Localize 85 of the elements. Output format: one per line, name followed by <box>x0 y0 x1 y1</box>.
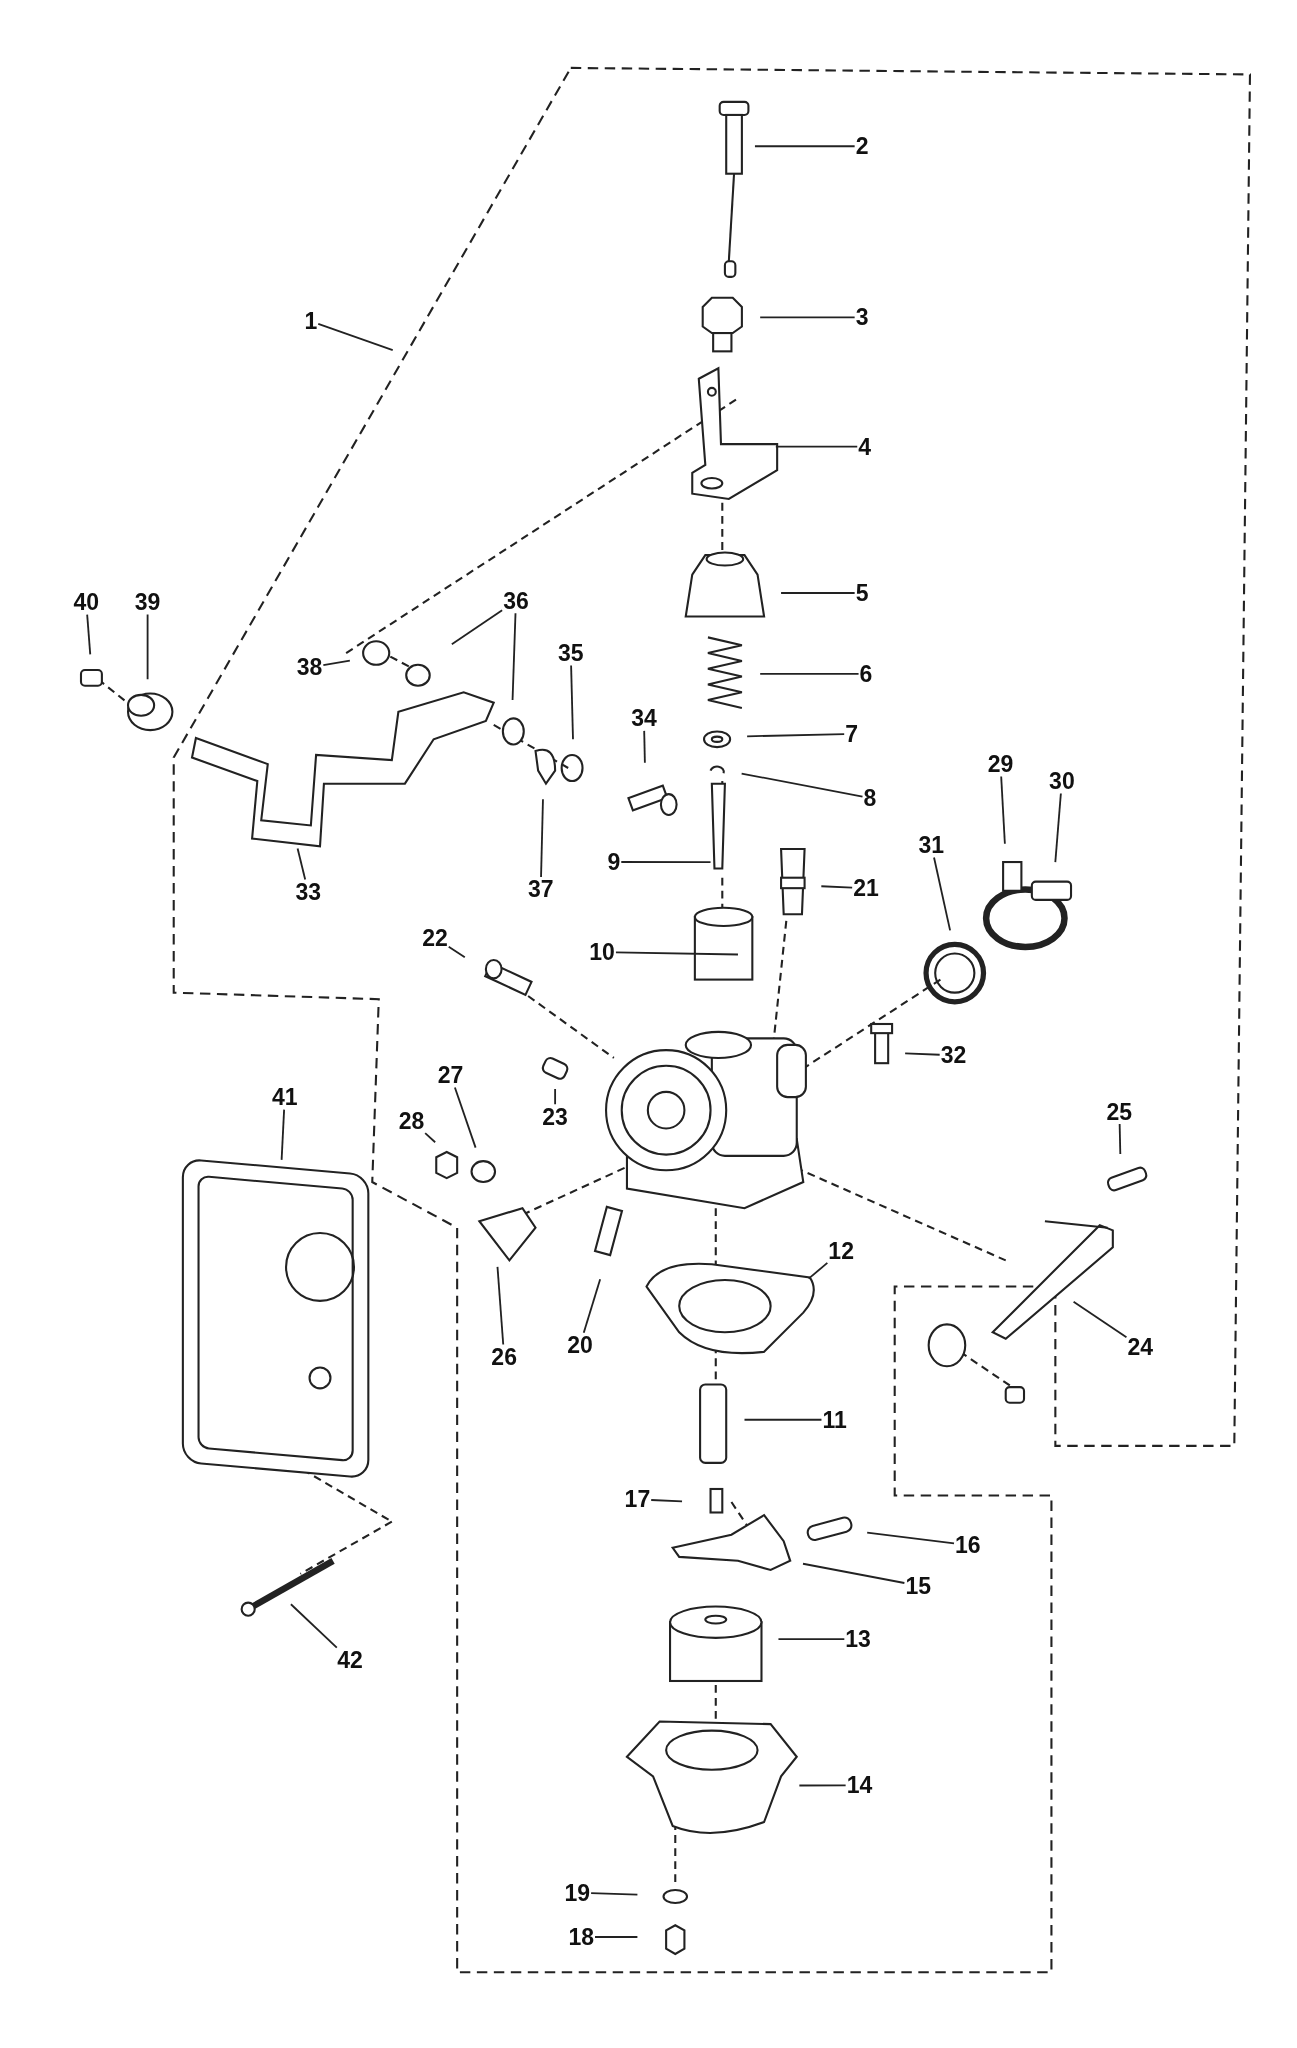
leader-line <box>774 445 859 448</box>
callout-number: 31 <box>917 832 946 858</box>
callout-number: 41 <box>270 1084 299 1110</box>
leader-line <box>759 316 856 319</box>
leader-line <box>1000 775 1006 845</box>
callout-number: 10 <box>588 939 616 965</box>
callout-number: 18 <box>567 1924 595 1950</box>
leader-line <box>866 1531 955 1545</box>
callout-number: 35 <box>557 640 585 666</box>
leader-line <box>594 1936 639 1938</box>
callout-number: 16 <box>954 1532 982 1558</box>
callout-number: 20 <box>566 1332 594 1358</box>
callout-number: 36 <box>502 588 530 614</box>
leader-line <box>447 945 466 959</box>
callout-number: 33 <box>294 879 323 905</box>
callout-number: 4 <box>857 434 873 460</box>
leader-line <box>1072 1300 1128 1339</box>
callout-number: 32 <box>939 1042 968 1068</box>
leader-line <box>820 885 854 889</box>
callout-number: 8 <box>862 785 878 811</box>
leader-line <box>1054 792 1062 863</box>
leader-line <box>590 1892 639 1896</box>
callout-number: 11 <box>821 1407 848 1433</box>
callout-number: 29 <box>986 751 1015 777</box>
leader-line <box>570 664 574 741</box>
leader-line <box>798 1784 847 1787</box>
leader-line <box>317 322 394 351</box>
leader-line <box>280 1108 286 1161</box>
callout-number: 42 <box>336 1647 364 1673</box>
callout-number: 24 <box>1126 1334 1155 1360</box>
callout-number: 22 <box>421 925 449 951</box>
callout-number: 17 <box>623 1486 652 1512</box>
leader-line <box>454 1086 477 1149</box>
callout-number: 7 <box>844 721 859 747</box>
callout-number: 34 <box>630 705 658 731</box>
callout-number: 19 <box>563 1880 592 1906</box>
leader-line <box>290 1603 338 1649</box>
leader-line <box>582 1278 602 1334</box>
callout-number: 38 <box>295 654 324 680</box>
leader-line <box>450 609 504 646</box>
leader-line <box>496 1266 505 1346</box>
callout-number: 39 <box>133 589 162 615</box>
callout-number: 15 <box>904 1573 932 1599</box>
leader-line <box>620 861 712 863</box>
leader-line <box>424 1132 437 1144</box>
leader-line <box>746 733 846 738</box>
callout-number: 30 <box>1048 768 1076 794</box>
callout-number: 21 <box>852 875 880 901</box>
leader-line <box>754 145 856 148</box>
leader-line <box>643 729 646 764</box>
callout-number: 13 <box>844 1626 872 1652</box>
callout-number: 6 <box>858 661 874 687</box>
callout-number: 3 <box>854 304 870 330</box>
callout-number: 37 <box>526 876 555 902</box>
callout-number: 12 <box>827 1238 855 1264</box>
callout-number: 9 <box>606 849 622 875</box>
callout-number: 28 <box>397 1108 426 1134</box>
callout-number: 1 <box>303 308 319 334</box>
leader-line <box>1118 1123 1122 1155</box>
callout-number: 26 <box>490 1344 518 1370</box>
leader-line <box>650 1499 683 1503</box>
leader-line <box>904 1052 941 1056</box>
leader-line <box>554 1088 557 1106</box>
callout-number: 14 <box>845 1773 874 1798</box>
callout-number: 27 <box>436 1062 465 1088</box>
callout-number: 25 <box>1105 1099 1134 1124</box>
leader-line <box>933 856 951 932</box>
leader-line <box>759 673 860 675</box>
leader-line <box>780 592 856 594</box>
leader-line <box>777 1638 846 1641</box>
callout-number: 5 <box>854 580 870 606</box>
leader-line <box>615 951 739 956</box>
leader-line <box>807 1262 829 1280</box>
leader-line <box>743 1418 823 1421</box>
leader-line <box>146 613 149 681</box>
callout-number: 23 <box>541 1104 569 1130</box>
callout-number: 40 <box>72 589 100 615</box>
leader-line <box>540 798 544 878</box>
leader-line <box>802 1562 906 1584</box>
callout-number: 2 <box>854 133 870 159</box>
leader-line <box>511 612 517 701</box>
leader-line <box>740 772 864 798</box>
leader-line <box>296 847 307 881</box>
leader-line <box>86 613 92 656</box>
leader-line <box>322 659 351 666</box>
